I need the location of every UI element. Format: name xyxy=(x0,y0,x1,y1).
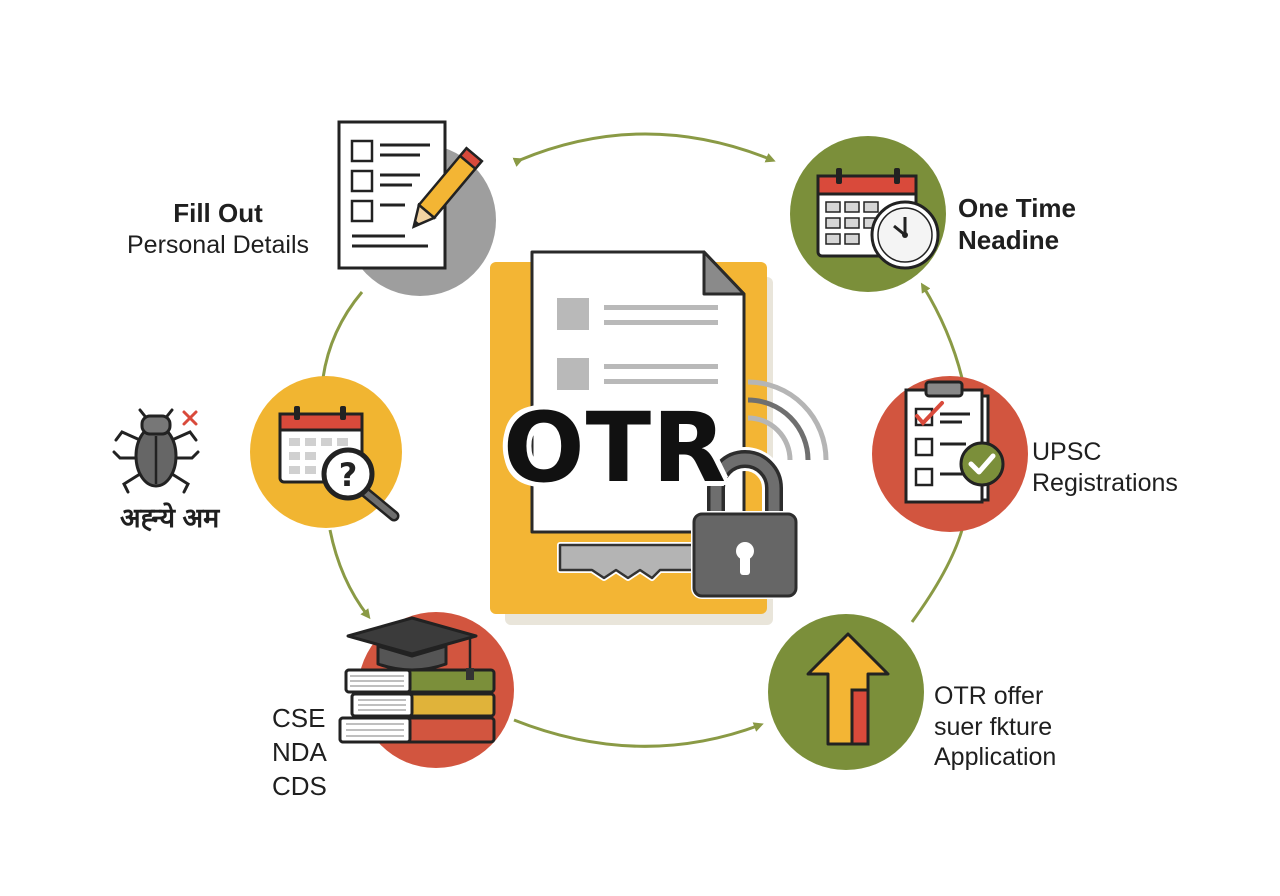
label-otr-offer-line2: suer fkture xyxy=(934,712,1053,741)
connector-arrows xyxy=(321,132,964,748)
label-upsc-line1: UPSC xyxy=(1032,438,1102,466)
arrow-right-lower xyxy=(910,529,964,623)
arrow-bottom xyxy=(513,718,764,748)
label-upsc-line2: Registrations xyxy=(1032,468,1178,497)
calendar-search-icon: ? xyxy=(278,406,400,522)
arrow-left-lower xyxy=(328,529,371,620)
label-one-time-line2: Neadine xyxy=(958,224,1060,255)
label-one-time-line1: One Time xyxy=(958,193,1077,223)
calendar-clock-icon xyxy=(816,168,940,270)
node-exams xyxy=(338,612,514,768)
bug-icon xyxy=(112,408,200,494)
label-hindi: अह्न्ये अम xyxy=(120,502,219,535)
node-otr-offer xyxy=(768,614,924,770)
arrow-left-upper xyxy=(321,291,364,379)
label-otr-offer-line1: OTR offer xyxy=(934,682,1044,710)
svg-text:?: ? xyxy=(339,456,358,494)
document-icon xyxy=(530,250,746,534)
label-otr-offer-line3: Application xyxy=(934,743,1057,771)
label-exams-nda: NDA xyxy=(272,736,327,767)
otr-title: OTR xyxy=(503,392,728,504)
label-fill-out: Fill Out Personal Details xyxy=(118,198,318,260)
signal-arcs xyxy=(747,379,829,461)
document-pencil-icon xyxy=(337,120,484,270)
node-one-time xyxy=(790,136,946,292)
label-exams-cds: CDS xyxy=(272,770,327,801)
label-otr-offer: OTR offer suer fkture Application xyxy=(934,681,1056,773)
arrow-up-icon xyxy=(806,632,890,746)
clipboard-check-icon xyxy=(904,380,1005,504)
label-fill-out-line1: Fill Out xyxy=(173,198,263,228)
label-exams: CSE NDA CDS xyxy=(272,702,327,803)
arrow-right-upper xyxy=(920,282,964,379)
label-hindi-line1: अह्न्ये अम xyxy=(120,503,220,533)
padlock-icon xyxy=(691,447,799,599)
label-fill-out-line2: Personal Details xyxy=(126,230,310,259)
label-exams-cse: CSE xyxy=(272,703,326,733)
arrow-top xyxy=(512,132,776,167)
graduation-books-icon xyxy=(338,616,496,744)
label-upsc: UPSC Registrations xyxy=(1032,437,1178,498)
label-one-time: One Time Neadine xyxy=(958,193,1076,256)
center-otr-graphic xyxy=(490,250,829,625)
node-upsc xyxy=(872,376,1028,532)
node-calendar-search: ? xyxy=(250,376,402,528)
node-fill-out xyxy=(337,120,496,296)
close-icon xyxy=(182,410,198,426)
